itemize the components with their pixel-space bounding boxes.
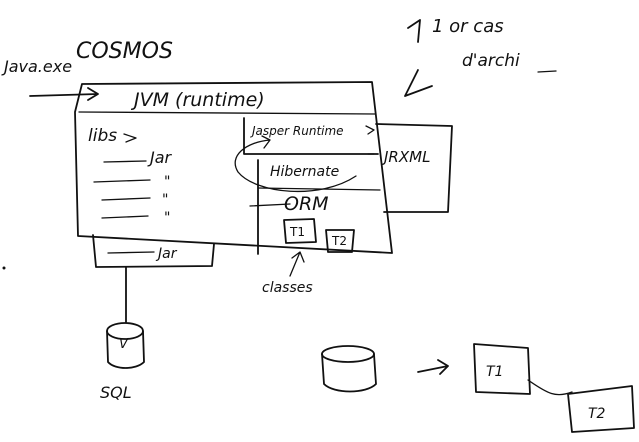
orm-label: ORM	[284, 193, 329, 215]
hibernate-label: Hibernate	[270, 164, 339, 180]
t2-class-label: T2	[331, 234, 347, 248]
ditto-mark-2: "	[162, 192, 168, 208]
jasper-box	[243, 117, 379, 155]
hibernate-divider	[257, 187, 381, 191]
table-t1-label: T1	[486, 364, 503, 380]
note-underline	[537, 70, 557, 73]
table-relation-line	[527, 379, 573, 396]
sql-database: V	[106, 322, 145, 369]
jar-line-3	[101, 197, 151, 201]
jrxml-label: JRXML	[381, 148, 430, 166]
target-database	[321, 345, 377, 393]
libs-caret	[123, 133, 137, 143]
jar-line-1	[103, 160, 147, 163]
entry-arrow	[29, 87, 99, 101]
jvm-header-divider	[78, 111, 376, 115]
table-t2-box	[567, 385, 635, 433]
jar-list: Jar " " "	[93, 148, 173, 226]
jar-line-2	[93, 179, 151, 183]
table-t2-label: T2	[588, 406, 606, 422]
note-number-stroke	[407, 19, 421, 43]
target-db-body	[321, 353, 377, 393]
classes-arrow	[289, 251, 305, 277]
jvm-box	[74, 81, 393, 254]
db-to-table-arrow	[417, 359, 449, 375]
db-body	[106, 330, 145, 369]
arch-note: 1 or cas d'archi	[404, 16, 557, 97]
classes-label: classes	[262, 280, 313, 296]
t1-class-box	[283, 218, 317, 244]
java-exe-label: Java.exe	[1, 57, 72, 76]
target-db-top	[321, 345, 375, 363]
stray-dot	[2, 266, 6, 270]
sql-label: SQL	[100, 383, 132, 402]
note-line-2: d'archi	[462, 51, 520, 71]
note-pointer-arrow	[404, 69, 433, 97]
external-jar-line	[107, 251, 155, 254]
jar-line-4	[101, 215, 149, 219]
jvm-label: JVM (runtime)	[130, 89, 265, 111]
jar-item-label: Jar	[147, 148, 173, 167]
external-jar-box	[92, 234, 215, 268]
jasper-caret	[365, 125, 375, 135]
external-jar-label: Jar	[155, 246, 178, 262]
ditto-mark-3: "	[164, 210, 170, 226]
jasper-label: Jasper Runtime	[250, 124, 344, 138]
orm-dash	[249, 203, 291, 207]
ditto-mark-1: "	[164, 174, 170, 190]
table-t1-box	[473, 343, 531, 395]
cosmos-label: COSMOS	[76, 39, 173, 64]
note-line-1: 1 or cas	[432, 16, 504, 37]
db-v-mark: V	[119, 337, 129, 352]
libs-label: libs	[88, 126, 117, 146]
jrxml-box	[375, 123, 453, 213]
t2-class-box	[325, 229, 355, 253]
t1-class-label: T1	[289, 225, 305, 239]
